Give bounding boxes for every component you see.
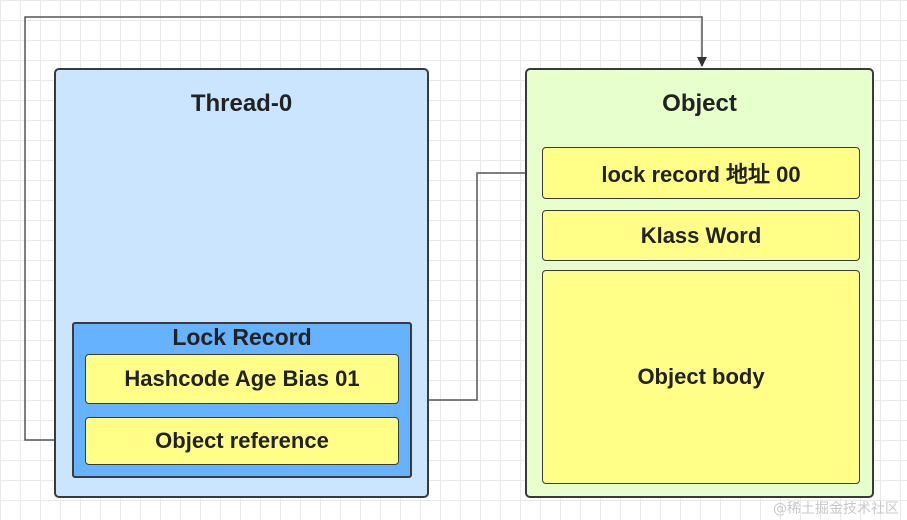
lock-record-box: Lock Record Hashcode Age Bias 01 Object … xyxy=(72,322,412,478)
lock-record-pointer-arrow xyxy=(413,172,542,405)
object-box: Object lock record 地址 00 Klass Word Obje… xyxy=(525,68,874,498)
object-title: Object xyxy=(662,90,737,117)
thread-title: Thread-0 xyxy=(190,90,293,117)
watermark: @稀土掘金技术社区 xyxy=(773,501,899,517)
lock-record-title: Lock Record xyxy=(172,324,312,350)
mark-word-field: lock record 地址 00 xyxy=(542,147,860,199)
klass-word-field: Klass Word xyxy=(542,210,860,261)
mark-word-copy-field: Hashcode Age Bias 01 xyxy=(85,354,399,404)
object-body-field: Object body xyxy=(542,270,860,484)
object-reference-arrow xyxy=(24,16,707,441)
object-reference-field: Object reference xyxy=(85,417,399,465)
